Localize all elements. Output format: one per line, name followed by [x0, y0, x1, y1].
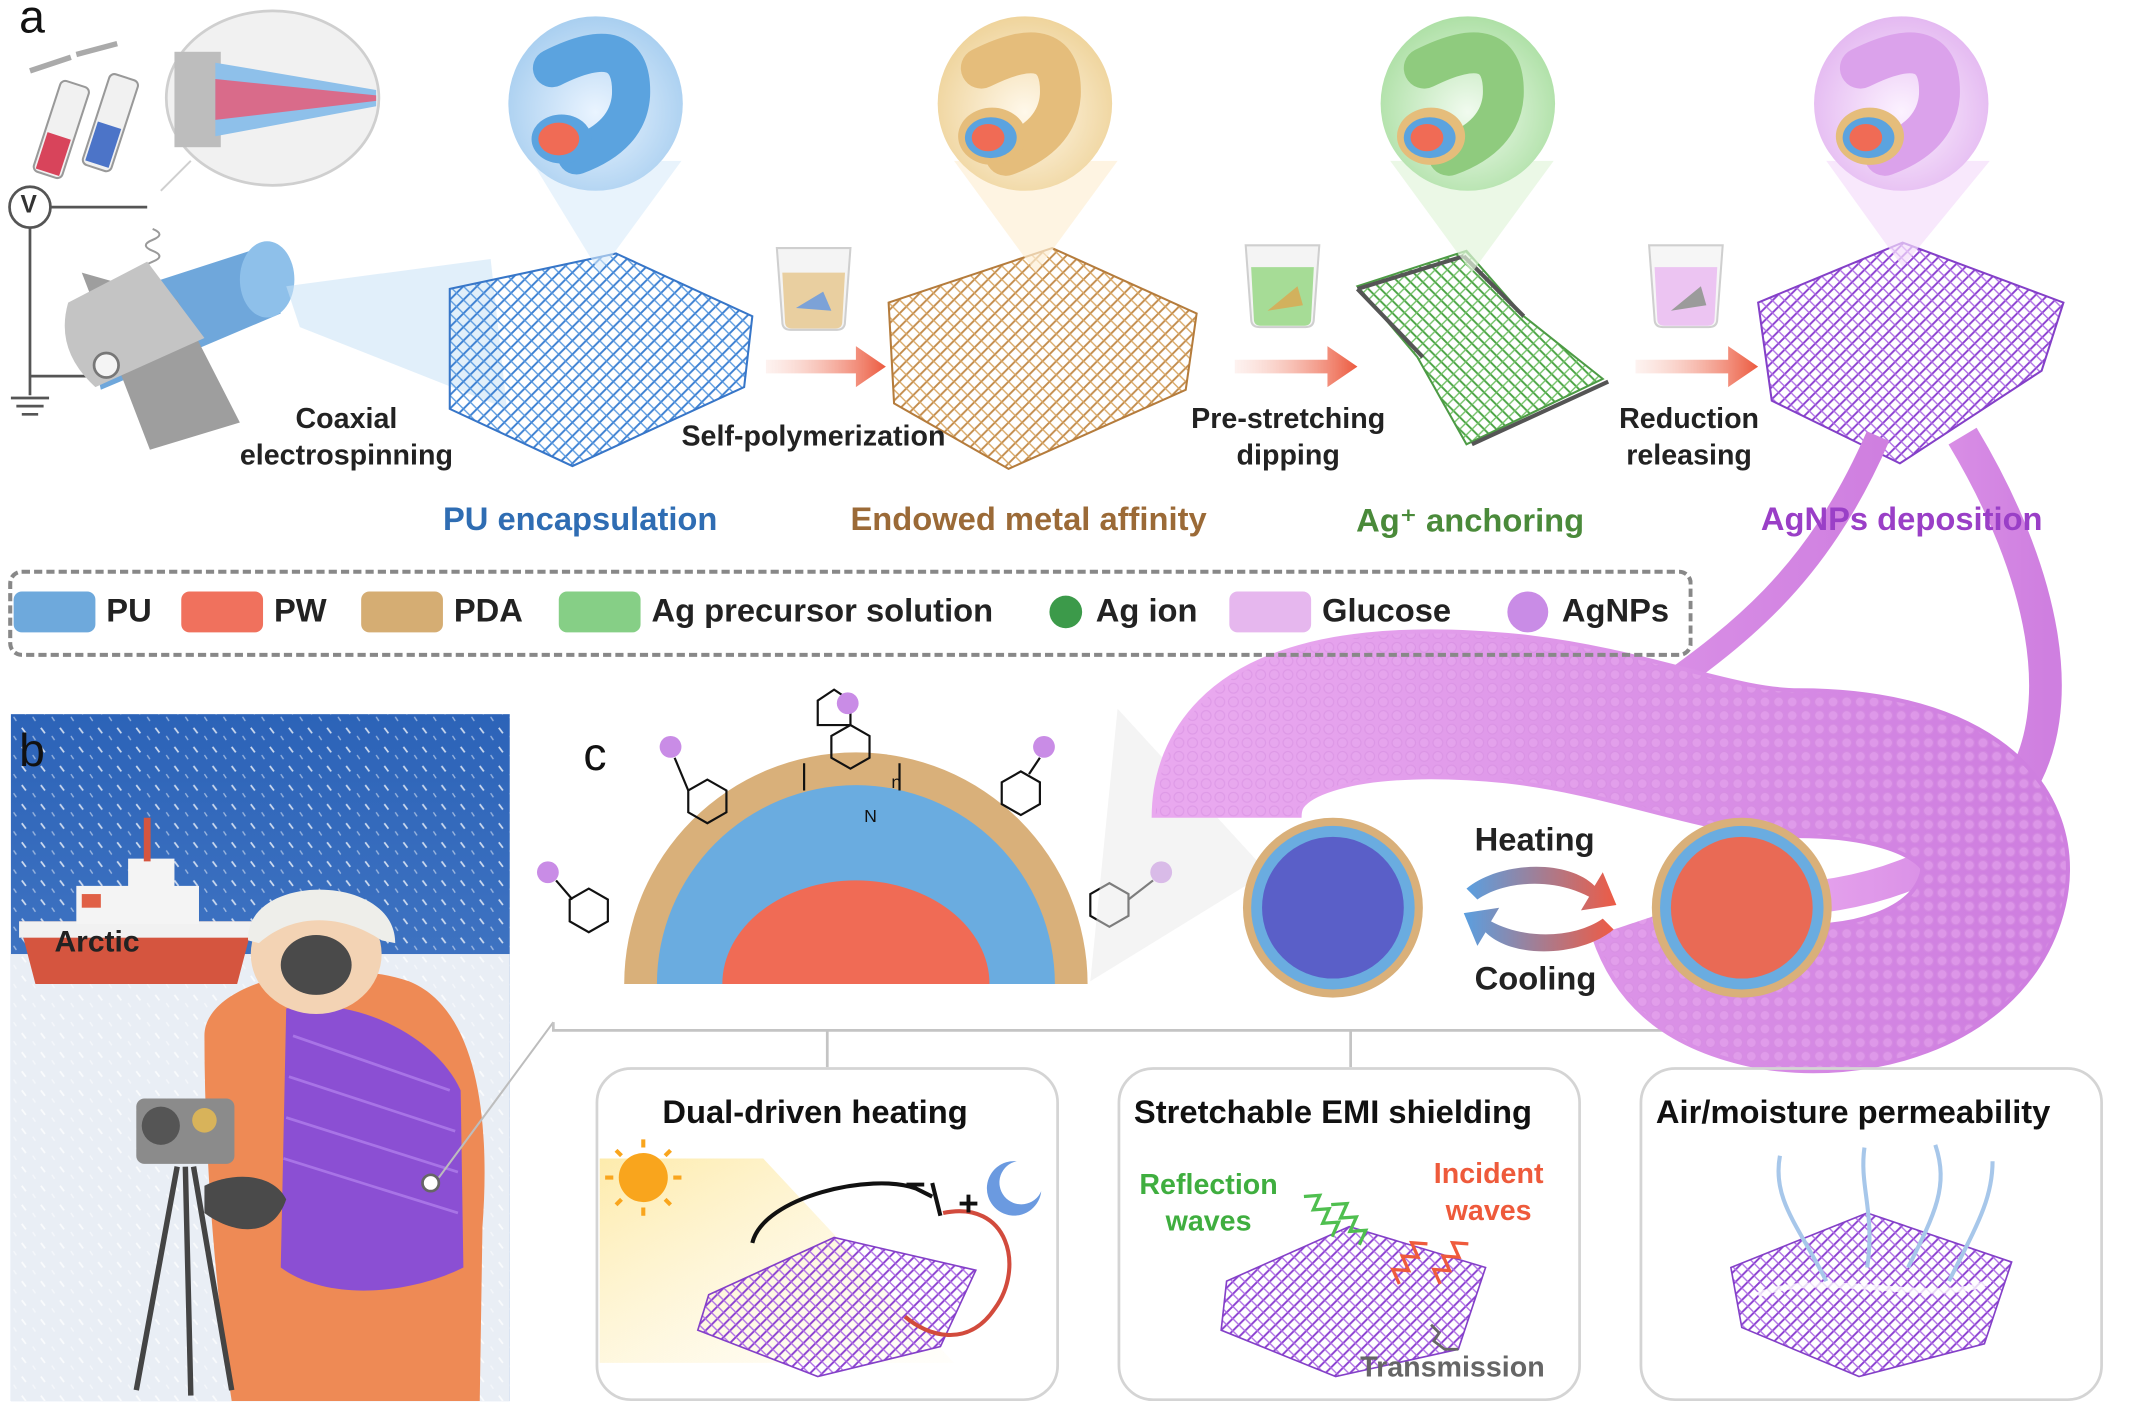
chem-label-n: n: [891, 771, 902, 792]
card-title-air: Air/moisture permeability: [1655, 1094, 2051, 1132]
step-coaxial-electrospinning: Coaxial electrospinning: [239, 403, 453, 472]
legend-item-pw: PW: [181, 590, 327, 634]
legend-item-pu: PU: [13, 590, 152, 634]
beaker-icon-glucose: [1648, 244, 1724, 329]
ag-fiber-mat: [1355, 249, 1610, 447]
plus-label: +: [958, 1182, 979, 1224]
core-shell-cross-section: [624, 752, 1088, 985]
card-dual-driven-heating: [595, 1067, 1059, 1402]
pu-fiber-mat: [448, 252, 754, 468]
stage-label-pda: Endowed metal affinity: [850, 501, 1207, 539]
process-arrow-icon: [1234, 346, 1358, 388]
legend-item-agnps: AgNPs: [1507, 590, 1669, 634]
stage-label-ag: Ag⁺ anchoring: [1356, 502, 1585, 540]
panel-label-c: c: [583, 729, 607, 781]
syringe-icon: [29, 40, 139, 180]
chem-label-N: N: [864, 805, 877, 826]
cooling-arrow-icon: [1463, 907, 1614, 952]
reflection-waves-label: Reflection waves: [1139, 1169, 1278, 1238]
heating-arrow-icon: [1466, 866, 1617, 911]
voltage-label: V: [20, 190, 37, 219]
agnp-fiber-bubble: [1814, 16, 1990, 268]
step-reduction-releasing: Reduction releasing: [1619, 403, 1760, 472]
card-title-emi: Stretchable EMI shielding: [1133, 1094, 1532, 1132]
transmission-label: Transmission: [1360, 1351, 1545, 1384]
process-arrow-icon: [765, 346, 886, 388]
electrospinning-setup: [8, 9, 507, 450]
ship-label: Arctic: [54, 924, 140, 959]
pu-fiber-bubble: [508, 16, 683, 273]
step-self-polymerization: Self-polymerization: [681, 421, 946, 453]
stage-label-pu: PU encapsulation: [442, 501, 718, 539]
stage-label-agnp: AgNPs deposition: [1760, 501, 2043, 539]
arctic-illustration: [10, 714, 555, 1402]
beaker-icon-pda: [775, 247, 852, 331]
card-title-heating: Dual-driven heating: [662, 1094, 968, 1132]
heating-card-graphic: [599, 1139, 1042, 1378]
legend-item-glucose: Glucose: [1229, 590, 1451, 634]
emi-card-graphic: [1220, 1193, 1487, 1378]
legend-item-pda: PDA: [361, 590, 523, 634]
legend: [8, 569, 1693, 657]
step-prestretching-dipping: Pre-stretching dipping: [1191, 403, 1386, 472]
agnp-fiber-loop: [1151, 629, 2070, 1074]
heating-label: Heating: [1474, 821, 1595, 859]
cooling-label: Cooling: [1474, 960, 1597, 998]
air-card-graphic: [1729, 1144, 2013, 1378]
pda-fiber-bubble: [937, 16, 1118, 273]
legend-item-ag-precursor: Ag precursor solution: [558, 590, 993, 634]
minus-label: −: [904, 1163, 926, 1205]
incident-waves-label: Incident waves: [1433, 1158, 1544, 1227]
ag-fiber-bubble: [1380, 16, 1556, 273]
panel-label-a: a: [19, 0, 45, 44]
legend-item-ag-ion: Ag ion: [1049, 590, 1198, 634]
panel-label-b: b: [19, 725, 45, 777]
card-emi-shielding: [1117, 1067, 1581, 1402]
agnp-fiber-mat: [1757, 241, 2065, 465]
card-air-permeability: [1639, 1067, 2103, 1402]
beaker-icon-ag: [1244, 244, 1321, 329]
process-arrow-icon: [1635, 346, 1759, 388]
